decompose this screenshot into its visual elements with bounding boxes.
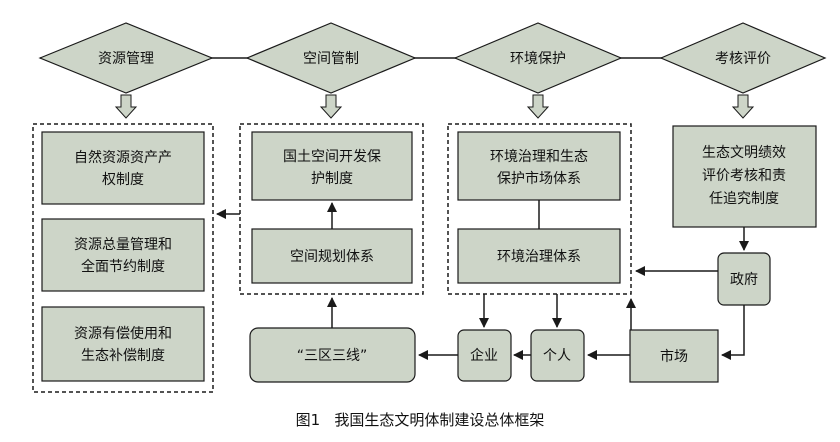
down-arrow-icon xyxy=(731,94,755,119)
figure-caption: 图1 我国生态文明体制建设总体框架 xyxy=(296,411,545,429)
box-total-resource-management: 资源总量管理和 全面节约制度 xyxy=(41,218,205,292)
box-label-line: 国土空间开发保 xyxy=(283,149,381,165)
node-individual: 个人 xyxy=(530,329,585,382)
box-label-line: 任追究制度 xyxy=(709,191,779,207)
box-natural-resource-property-rights: 自然资源资产产 权制度 xyxy=(41,131,205,205)
box-label-line: 资源总量管理和 xyxy=(74,237,172,253)
diamond-label: 考核评价 xyxy=(715,51,771,67)
diamond-label: 资源管理 xyxy=(98,51,154,67)
diamond-spatial-control: 空间管制 xyxy=(245,22,417,94)
box-spatial-planning-system: 空间规划体系 xyxy=(251,228,413,284)
diamond-environment-protection: 环境保护 xyxy=(453,22,623,94)
environment-group-dashed-frame xyxy=(447,123,632,295)
box-performance-evaluation: 生态文明绩效 评价考核和责 任追究制度 xyxy=(672,125,817,228)
box-label-line: 全面节约制度 xyxy=(81,258,165,275)
diamond-resource-management: 资源管理 xyxy=(38,22,214,94)
down-arrow-icon xyxy=(114,94,138,119)
box-label-line: 空间规划体系 xyxy=(290,249,374,265)
box-label-line: 环境治理体系 xyxy=(497,249,581,265)
box-label-line: 权制度 xyxy=(102,172,144,188)
diamond-assessment-evaluation: 考核评价 xyxy=(659,22,827,94)
box-label-line: 环境治理和生态 xyxy=(490,149,588,165)
box-environment-market-system: 环境治理和生态 保护市场体系 xyxy=(457,131,621,201)
arrow-government-to-market xyxy=(721,305,745,360)
node-label: “三区三线” xyxy=(297,348,368,364)
down-arrow-icon xyxy=(319,94,343,119)
node-label: 个人 xyxy=(543,348,571,364)
node-market: 市场 xyxy=(629,329,719,383)
diamond-label: 环境保护 xyxy=(510,51,566,67)
box-label-line: 评价考核和责 xyxy=(702,168,786,184)
box-land-space-development: 国土空间开发保 护制度 xyxy=(251,131,413,201)
box-label-line: 保护市场体系 xyxy=(497,170,581,187)
node-enterprise: 企业 xyxy=(457,329,512,382)
diamond-label: 空间管制 xyxy=(303,51,359,67)
box-label-line: 自然资源资产产 xyxy=(74,149,172,166)
box-paid-resource-use: 资源有偿使用和 生态补偿制度 xyxy=(41,306,205,382)
box-label-line: 生态补偿制度 xyxy=(81,348,165,364)
box-label-line: 生态文明绩效 xyxy=(702,145,786,161)
box-label-line: 资源有偿使用和 xyxy=(74,325,172,342)
spatial-group-dashed-frame xyxy=(239,123,424,295)
node-three-zones-three-lines: “三区三线” xyxy=(249,327,416,383)
box-environment-governance-system: 环境治理体系 xyxy=(457,228,621,284)
node-label: 政府 xyxy=(730,272,758,288)
node-label: 市场 xyxy=(660,348,688,365)
node-label: 企业 xyxy=(470,347,498,364)
box-label-line: 护制度 xyxy=(311,171,353,187)
down-arrow-icon xyxy=(526,94,550,119)
node-government: 政府 xyxy=(717,252,771,306)
